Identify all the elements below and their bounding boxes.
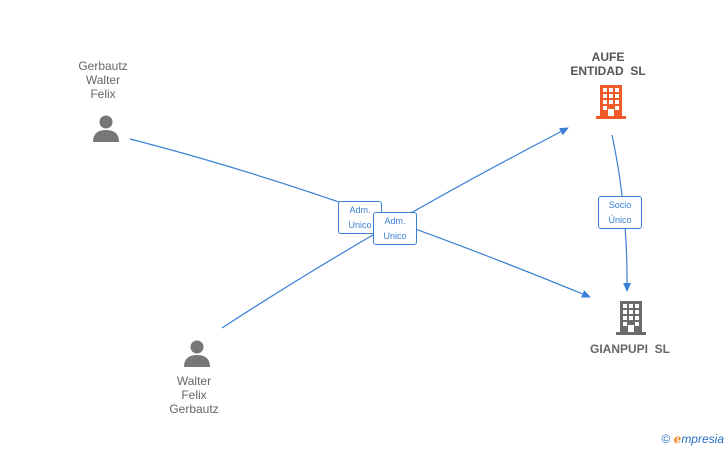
company-aufe-name[interactable]: AUFE ENTIDAD SL [558, 50, 658, 78]
edge-label-line1: Adm. [349, 205, 371, 215]
company-aufe-name-line1: AUFE [591, 50, 625, 64]
brand-name: mpresia [681, 432, 724, 446]
brand-initial: e [673, 432, 682, 446]
edge-label-line1: Socio [608, 200, 632, 210]
copyright-symbol: © [661, 432, 671, 446]
edge-label-line2: Único [608, 215, 632, 225]
edge-label-line2: Unico [383, 231, 407, 241]
company-aufe-name-line2: ENTIDAD SL [570, 64, 646, 78]
empresia-logo[interactable]: © empresia [661, 432, 724, 446]
building-icon[interactable] [594, 84, 628, 120]
person-bottom-name-line2: Felix [181, 388, 207, 402]
person-icon[interactable] [182, 338, 212, 368]
person-bottom-name-line1: Walter [176, 374, 212, 388]
person-bottom-name[interactable]: Walter Felix Gerbautz [154, 374, 234, 416]
person-top-name-line1: Gerbautz [78, 59, 128, 73]
company-gianpupi-name[interactable]: GIANPUPI SL [589, 342, 670, 356]
edge-label-socio-unico[interactable]: Socio Único [598, 196, 642, 229]
person-bottom-name-line3: Gerbautz [169, 402, 219, 416]
edge-label-line2: Unico [348, 220, 372, 230]
edge-label-adm-unico-2[interactable]: Adm. Unico [373, 212, 417, 245]
person-top-name[interactable]: Gerbautz Walter Felix [63, 59, 143, 101]
edge-label-line1: Adm. [384, 216, 406, 226]
person-icon[interactable] [91, 113, 121, 143]
person-top-name-line2: Walter [85, 73, 121, 87]
building-icon[interactable] [614, 300, 648, 336]
person-top-name-line3: Felix [90, 87, 116, 101]
